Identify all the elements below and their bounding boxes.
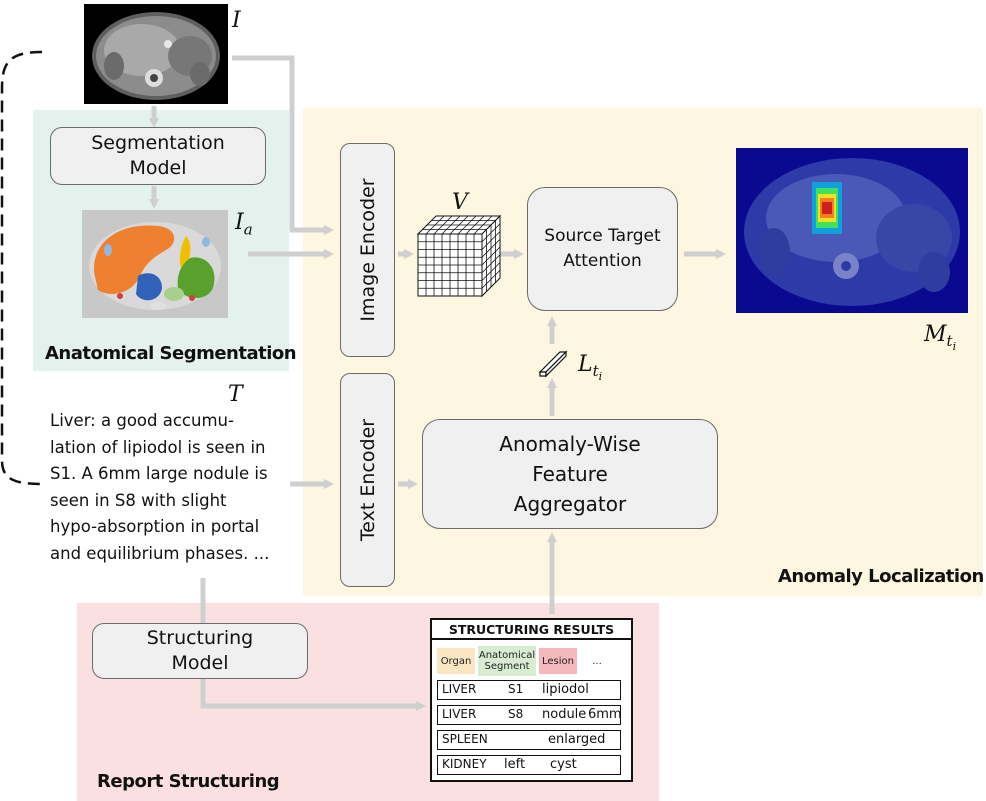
image-encoder-box: Image Encoder [340,143,395,357]
structuring-model-box: Structuring Model [92,623,308,679]
category-chip-lesion: Lesion [539,648,577,674]
category-chip-more: ... [592,655,602,667]
report-line: lation of lipiodol is seen in [50,437,266,457]
feature-cube-icon [416,214,502,298]
text-symbol: T [228,382,243,407]
segmentation-model-box: Segmentation Model [50,127,266,185]
result-row: SPLEEN enlarged [437,730,621,750]
segmentation-symbol: Ia [235,210,253,239]
report-structuring-label: Report Structuring [97,771,280,792]
structuring-results-title: STRUCTURING RESULTS [432,620,631,640]
dashed-feedback-line [0,50,43,486]
segmentation-image [82,210,228,318]
map-symbol: Mti [924,322,957,354]
report-line: hypo-absorption in portal [50,517,260,536]
result-row: KIDNEY left cyst [437,755,621,775]
anomaly-heatmap-image [736,148,968,313]
report-text: Liver: a good accumu- lation of lipiodol… [50,408,269,567]
query-token-icon [538,350,568,378]
structuring-model-label: Structuring Model [146,627,254,674]
ct-scan-image [84,4,228,104]
category-chip-organ: Organ [437,648,475,674]
anatomical-segmentation-label: Anatomical Segmentation [45,343,297,364]
text-encoder-box: Text Encoder [340,373,395,587]
anomaly-localization-label: Anomaly Localization [778,566,984,587]
report-line: seen in S8 with slight [50,490,227,510]
query-symbol: Lti [578,352,603,384]
image-encoder-label: Image Encoder [356,178,379,322]
arrow-report-to-results [200,578,426,711]
report-line: Liver: a good accumu- [50,411,234,430]
arrow-image-to-encoder [232,55,334,235]
anomaly-wise-aggregator-label: Anomaly-Wise Feature Aggregator [499,432,641,516]
source-target-attention-box: Source Target Attention [527,187,678,311]
result-row: LIVER S1 lipiodol [437,680,621,700]
feature-symbol: V [452,190,468,215]
image-symbol: I [232,8,241,33]
result-row: LIVER S8 nodule 6mm [437,705,622,725]
report-line: S1. A 6mm large nodule is [50,464,268,483]
anomaly-wise-aggregator-box: Anomaly-Wise Feature Aggregator [422,419,718,529]
source-target-attention-label: Source Target Attention [544,226,661,271]
segmentation-model-label: Segmentation Model [91,132,225,179]
category-chip-segment: Anatomical Segment [478,646,536,676]
text-encoder-label: Text Encoder [356,418,379,542]
structuring-results-table: STRUCTURING RESULTS Organ Anatomical Seg… [430,618,633,782]
feature-cube-grid [418,215,501,296]
report-line: and equilibrium phases. ... [50,543,270,563]
